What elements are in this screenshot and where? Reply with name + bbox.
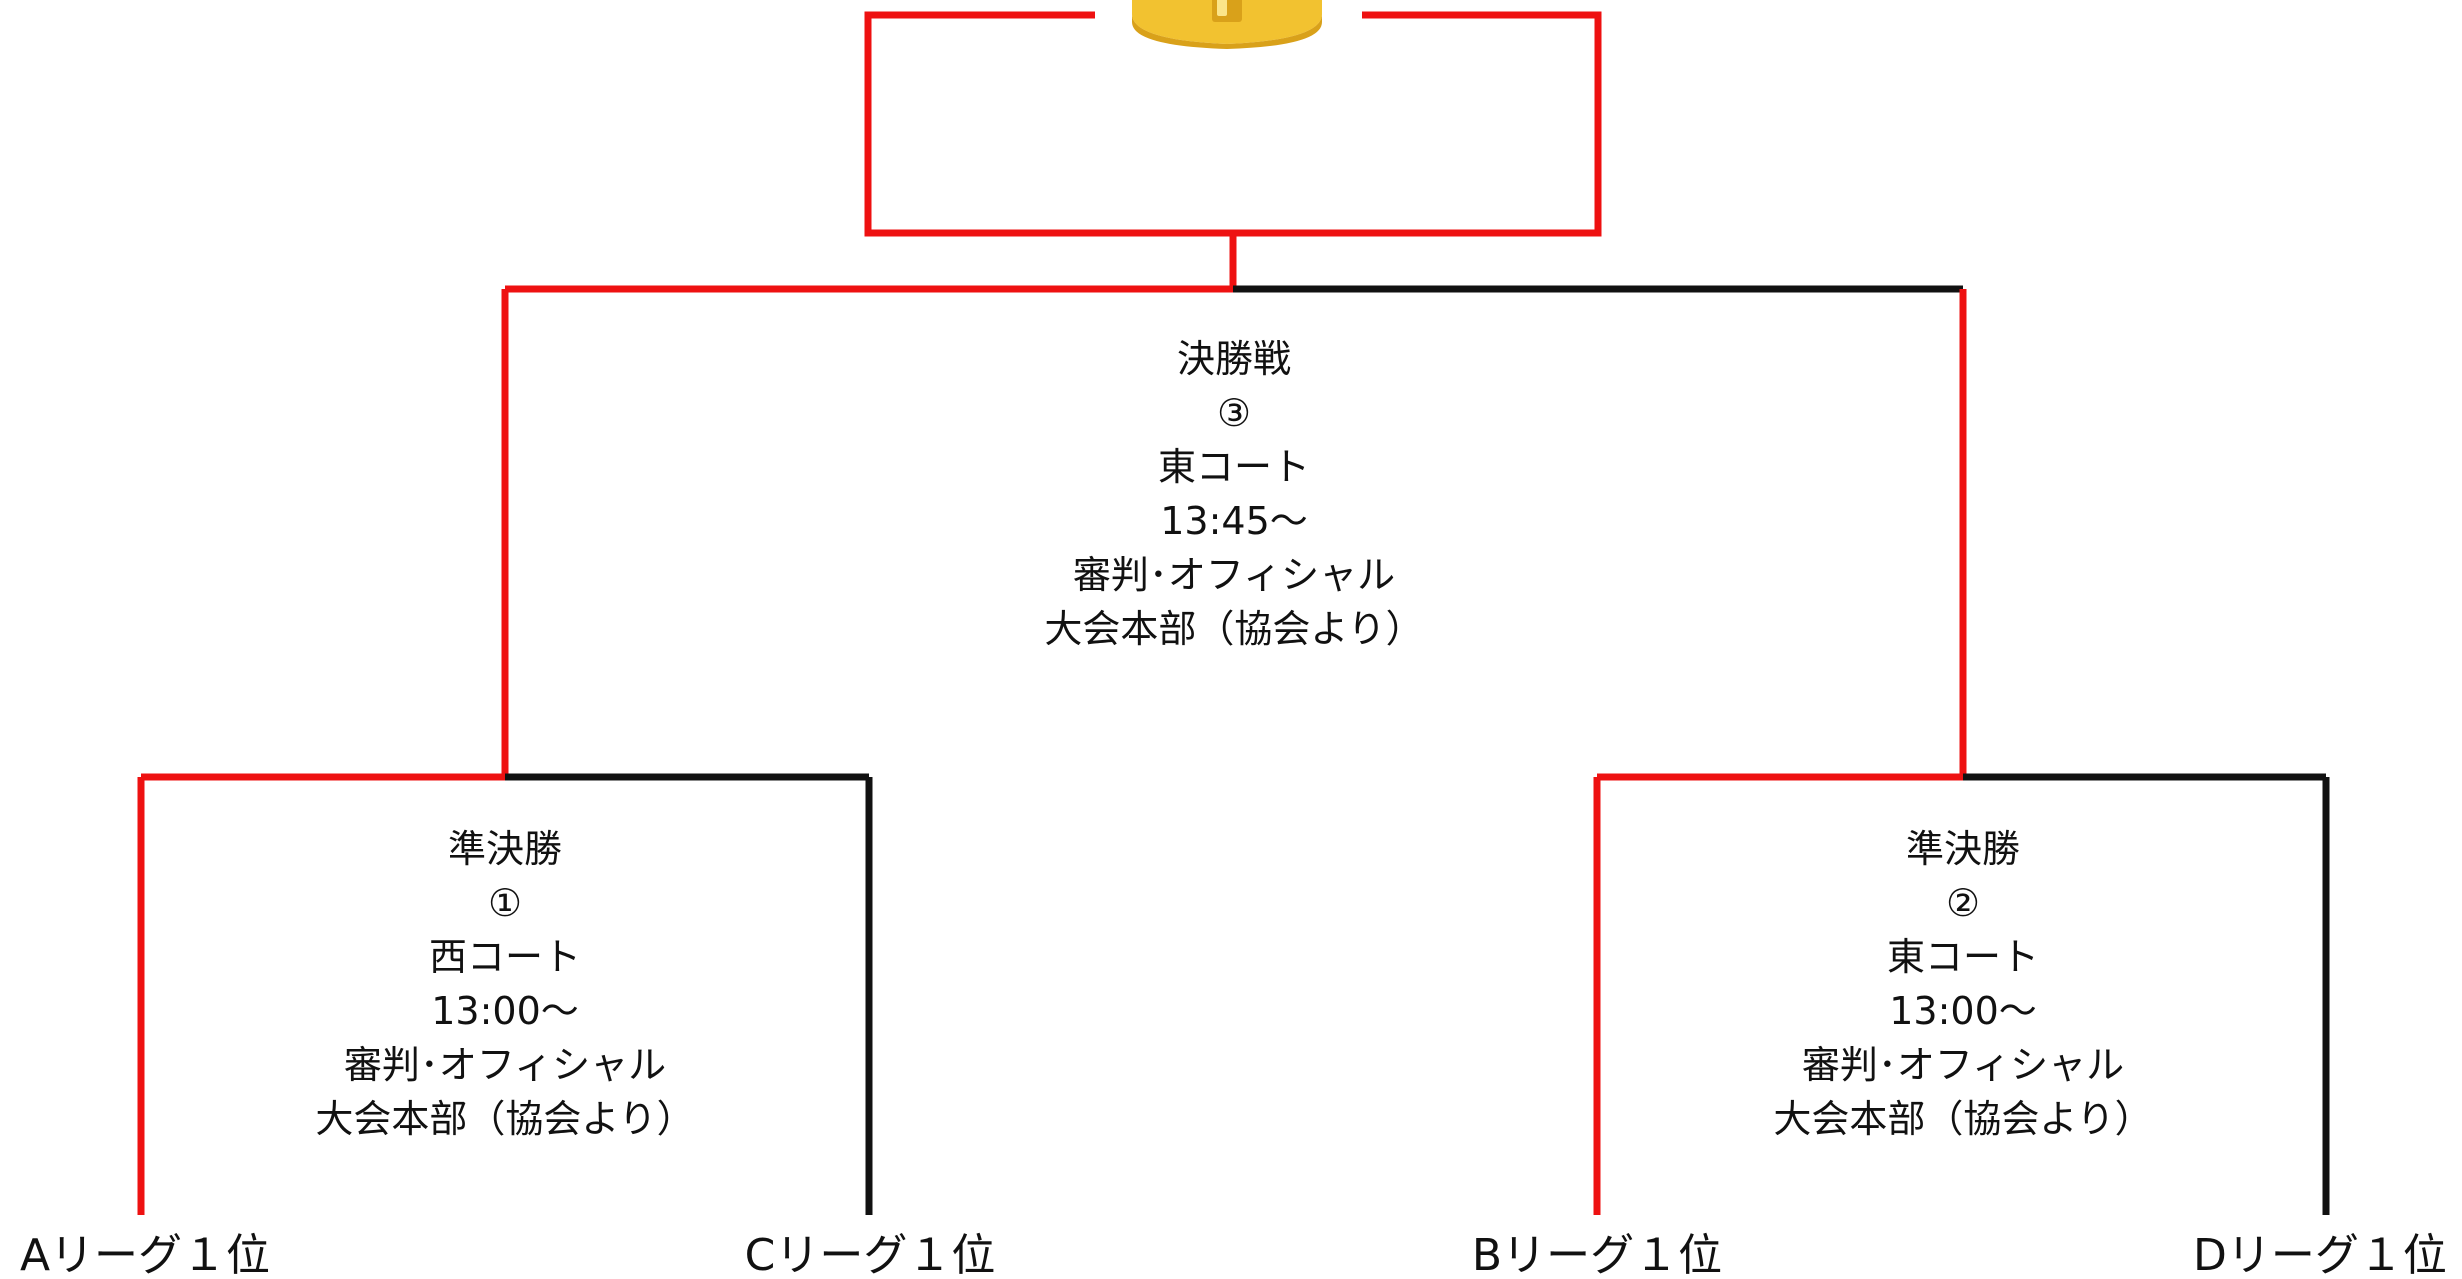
team-label-a: Aリーグ１位 bbox=[19, 1230, 271, 1279]
semifinal-2-info: 準決勝 ② 東コート 13:00～ 審判･オフィシャル 大会本部（協会より） bbox=[1663, 822, 2263, 1146]
final-court: 東コート bbox=[1157, 445, 1310, 489]
sf2-title: 準決勝 bbox=[1905, 827, 2020, 871]
final-time: 13:45～ bbox=[1160, 499, 1308, 543]
final-number: ③ bbox=[1216, 391, 1252, 435]
sf2-officials: 大会本部（協会より） bbox=[1773, 1097, 2153, 1141]
final-match-info: 決勝戦 ③ 東コート 13:45～ 審判･オフィシャル 大会本部（協会より） bbox=[934, 332, 1534, 656]
sf1-title: 準決勝 bbox=[447, 827, 562, 871]
sf1-number: ① bbox=[487, 881, 523, 925]
sf1-time: 13:00～ bbox=[431, 989, 579, 1033]
trophy-icon bbox=[1132, 0, 1322, 49]
team-label-d: Dリーグ１位 bbox=[2193, 1230, 2447, 1279]
sf1-officials-label: 審判･オフィシャル bbox=[343, 1043, 667, 1087]
sf2-number: ② bbox=[1945, 881, 1981, 925]
final-officials: 大会本部（協会より） bbox=[1044, 607, 1424, 651]
team-label-c: Cリーグ１位 bbox=[744, 1230, 996, 1279]
sf2-time: 13:00～ bbox=[1889, 989, 2037, 1033]
sf2-court: 東コート bbox=[1886, 935, 2039, 979]
sf1-officials: 大会本部（協会より） bbox=[315, 1097, 695, 1141]
team-label-b: Bリーグ１位 bbox=[1471, 1230, 1723, 1279]
sf2-officials-label: 審判･オフィシャル bbox=[1801, 1043, 2125, 1087]
final-officials-label: 審判･オフィシャル bbox=[1072, 553, 1396, 597]
semifinal-1-info: 準決勝 ① 西コート 13:00～ 審判･オフィシャル 大会本部（協会より） bbox=[205, 822, 805, 1146]
sf1-court: 西コート bbox=[428, 935, 581, 979]
final-title: 決勝戦 bbox=[1176, 337, 1291, 381]
